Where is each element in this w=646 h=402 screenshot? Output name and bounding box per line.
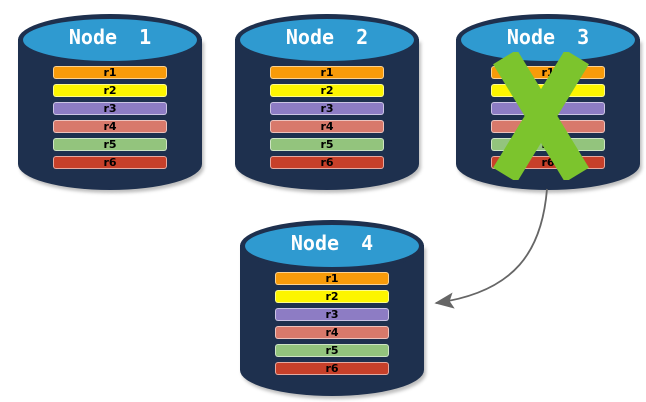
record-bar-r4: r4 bbox=[275, 326, 389, 339]
record-bar-r1: r1 bbox=[270, 66, 384, 79]
node-1-record-list: r1 r2 r3 r4 r5 r6 bbox=[53, 66, 167, 174]
record-bar-r3: r3 bbox=[270, 102, 384, 115]
record-bar-r2: r2 bbox=[270, 84, 384, 97]
node-2: Node 2 r1 r2 r3 r4 r5 r6 bbox=[235, 8, 419, 192]
record-bar-r3: r3 bbox=[275, 308, 389, 321]
failure-x-icon bbox=[493, 52, 589, 180]
record-bar-r4: r4 bbox=[53, 120, 167, 133]
record-bar-r4: r4 bbox=[270, 120, 384, 133]
record-bar-r5: r5 bbox=[275, 344, 389, 357]
record-bar-r3: r3 bbox=[53, 102, 167, 115]
node-2-label: Node 2 bbox=[285, 25, 369, 49]
node-2-record-list: r1 r2 r3 r4 r5 r6 bbox=[270, 66, 384, 174]
node-4-label: Node 4 bbox=[290, 231, 374, 255]
record-bar-r1: r1 bbox=[275, 272, 389, 285]
node-2-cylinder-top bbox=[235, 14, 419, 66]
record-bar-r2: r2 bbox=[53, 84, 167, 97]
node-1-label: Node 1 bbox=[68, 25, 152, 49]
record-bar-r5: r5 bbox=[270, 138, 384, 151]
node-1-cylinder-top bbox=[18, 14, 202, 66]
record-bar-r6: r6 bbox=[275, 362, 389, 375]
node-4-cylinder-top bbox=[240, 220, 424, 272]
node-4: Node 4 r1 r2 r3 r4 r5 r6 bbox=[240, 214, 424, 398]
record-bar-r6: r6 bbox=[53, 156, 167, 169]
node-3-cylinder-top bbox=[456, 14, 640, 66]
node-4-record-list: r1 r2 r3 r4 r5 r6 bbox=[275, 272, 389, 380]
record-bar-r6: r6 bbox=[270, 156, 384, 169]
record-bar-r1: r1 bbox=[53, 66, 167, 79]
record-bar-r2: r2 bbox=[275, 290, 389, 303]
node-3-label: Node 3 bbox=[506, 25, 590, 49]
record-bar-r5: r5 bbox=[53, 138, 167, 151]
node-1: Node 1 r1 r2 r3 r4 r5 r6 bbox=[18, 8, 202, 192]
